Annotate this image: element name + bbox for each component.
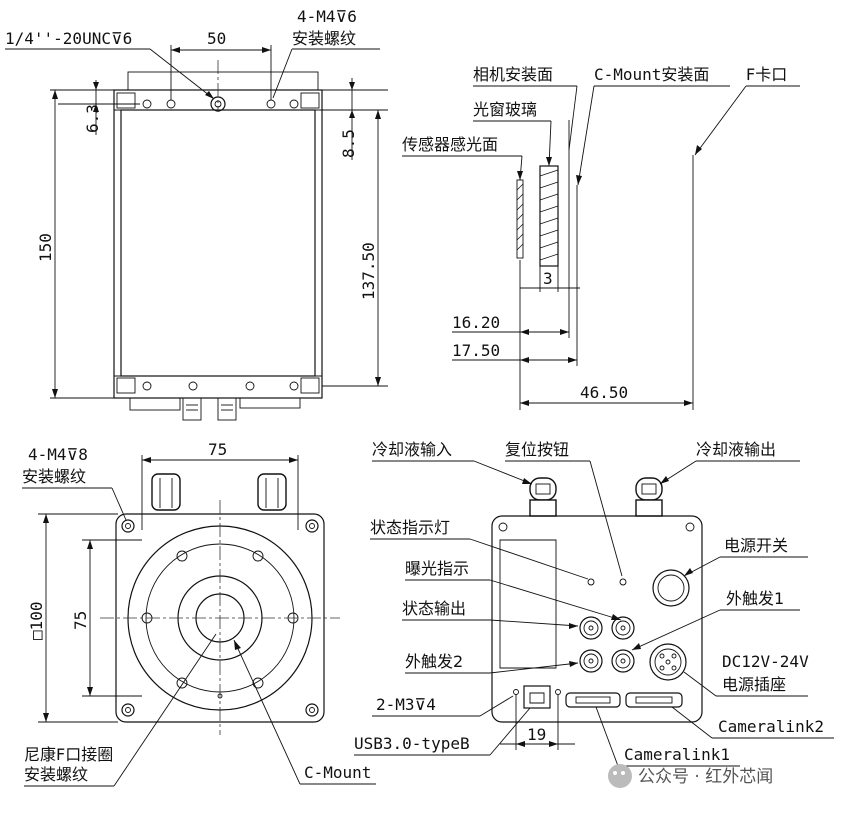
thread-callout: 1/4''-20UNC⊽6 [5,29,132,48]
nikon-callout-2: 安装螺纹 [24,765,88,784]
dim-front-100: □100 [27,601,46,640]
coolant-fitting-front [257,473,287,511]
coolant-fitting [217,397,237,421]
dim-19: 19 [527,725,546,744]
label-f-bayonet: F卡口 [746,65,787,84]
front-view: 75 75 □100 4-M4⊽8 安装螺纹 尼康F口接圈 安装螺纹 C-Mou… [22,440,376,787]
coolant-fitting-front [151,473,181,511]
label-m3-screw: 2-M3⊽4 [376,695,436,714]
label-window-glass: 光窗玻璃 [473,100,537,119]
mount-hole [289,99,299,109]
dim-150: 150 [36,233,55,262]
label-cameralink1: Cameralink1 [624,745,730,764]
label-coolant-in: 冷却液输入 [372,440,452,459]
coolant-fitting [182,397,202,421]
top-view: 50 1/4''-20UNC⊽6 4-M4⊽6 安装螺纹 6.3 150 8.5 [5,7,388,421]
coolant-out-fitting [635,477,663,517]
label-reset-button: 复位按钮 [505,440,569,459]
label-power-switch: 电源开关 [724,536,788,555]
label-sensor-face: 传感器感光面 [402,135,498,154]
power-switch[interactable] [652,569,690,607]
wechat-icon [608,764,632,788]
label-exposure: 曝光指示 [405,559,469,578]
exposure-led [619,578,627,586]
top-view-inner-panel [120,109,316,377]
dim-16-20: 16.20 [452,313,500,332]
bnc-connector [611,616,635,640]
cameralink2-port [625,692,683,708]
top-view-body [113,89,323,399]
side-view: 3 相机安装面 C-Mount安装面 F卡口 光窗玻璃 传感器感光面 16.20 [402,65,800,410]
dim-17-50: 17.50 [452,341,500,360]
dim-3: 3 [543,269,553,288]
nikon-callout-1: 尼康F口接圈 [24,745,113,764]
coolant-in-fitting [529,477,557,517]
dim-front-75-w: 75 [208,440,227,459]
dim-137-50: 137.50 [359,242,378,300]
cmount-callout: C-Mount [304,763,371,782]
screw-callout-top-1: 4-M4⊽6 [297,7,357,26]
dim-50: 50 [207,29,226,48]
mount-hole [142,99,152,109]
mount-hole [266,99,276,109]
usb3-typeb-port [513,685,561,709]
rear-body [491,515,703,723]
window-glass [539,165,559,267]
label-coolant-out: 冷却液输出 [696,440,776,459]
label-dc-2: 电源插座 [722,675,786,694]
label-cameralink2: Cameralink2 [718,717,824,736]
front-screw-callout-2: 安装螺纹 [22,467,86,486]
bnc-connector [579,616,603,640]
label-ext-trigger2: 外触发2 [405,652,463,671]
top-flange [127,71,319,91]
dc-power-socket [649,643,687,681]
front-screw-callout-1: 4-M4⊽8 [28,445,88,464]
screw-callout-top-2: 安装螺纹 [292,29,356,48]
dim-46-50: 46.50 [580,383,628,402]
label-usb: USB3.0-typeB [354,734,470,753]
mount-hole [166,99,176,109]
label-status-out: 状态输出 [402,599,466,618]
label-cmount-face: C-Mount安装面 [594,65,709,84]
bnc-connector [579,649,603,673]
label-dc-1: DC12V-24V [722,652,809,671]
watermark-text: 公众号 · 红外芯闻 [638,767,773,787]
rear-view: 冷却液输入 复位按钮 冷却液输出 状态指示灯 电源开关 曝光指示 外触发1 状态… [354,440,834,767]
cameralink1-port [565,692,621,708]
label-ext-trigger1: 外触发1 [726,589,784,608]
status-led [587,578,595,586]
dim-8-5: 8.5 [339,129,358,158]
dim-front-75-h: 75 [71,611,90,630]
bnc-connector [611,649,635,673]
label-status-led: 状态指示灯 [370,518,450,537]
watermark: 公众号 · 红外芯闻 [608,764,773,788]
label-camera-mount-face: 相机安装面 [473,65,553,84]
dim-6-3: 6.3 [83,104,102,133]
